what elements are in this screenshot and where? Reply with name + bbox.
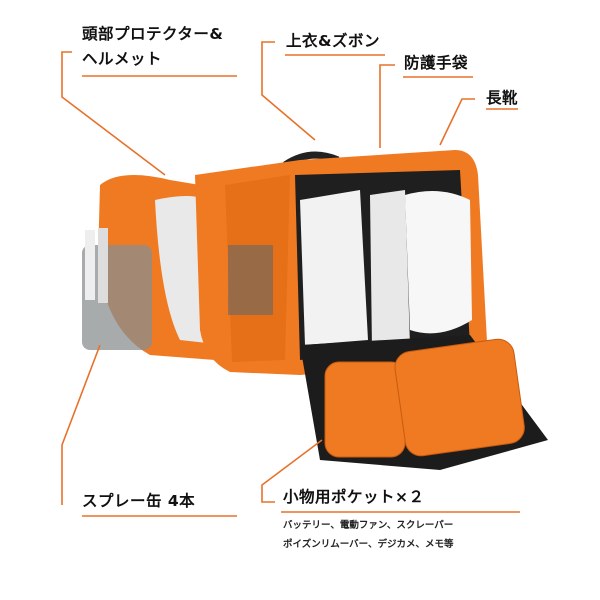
clothes (300, 190, 368, 345)
label-spray: スプレー缶 4本 (82, 492, 196, 510)
label-boots: 長靴 (486, 89, 519, 107)
small-pocket-right (394, 338, 525, 457)
spray-can (98, 228, 108, 303)
pockets-desc-line2: ポイズンリムーバー、デジカメ、メモ等 (283, 539, 454, 550)
pockets-desc-line1: バッテリー、電動ファン、スクレーパー (283, 520, 454, 531)
mesh-panel (228, 245, 273, 315)
boots (405, 191, 472, 334)
callout-lines (61, 41, 520, 517)
spray-can (85, 230, 95, 300)
label-gloves: 防護手袋 (404, 54, 469, 72)
label-pockets: 小物用ポケット×２ (283, 488, 425, 506)
label-helmet-line1: 頭部プロテクター& (82, 25, 224, 43)
label-helmet-line2: ヘルメット (82, 50, 163, 68)
label-helmet: 頭部プロテクター& ヘルメット (82, 22, 223, 72)
label-clothes: 上衣&ズボン (286, 32, 381, 50)
gloves (370, 190, 410, 350)
small-pocket-left (324, 361, 406, 458)
